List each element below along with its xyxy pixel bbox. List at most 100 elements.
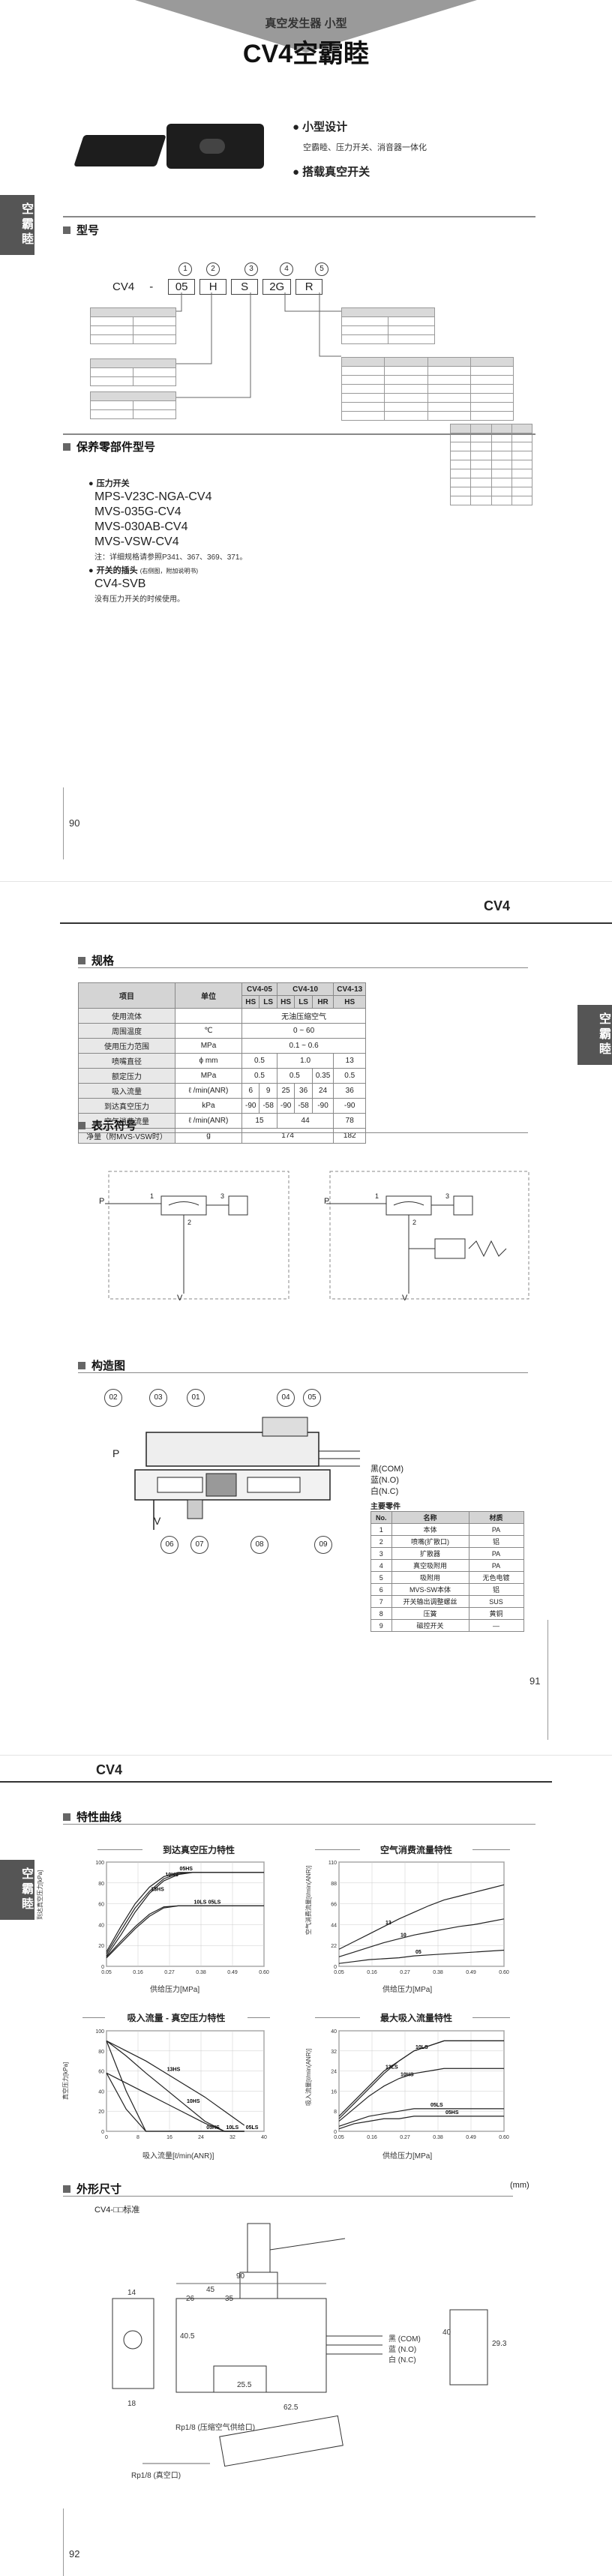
spec-row-label: 额定压力 xyxy=(78,1068,176,1084)
spec-group-13: CV4-13 xyxy=(333,982,367,996)
structure-letter-v: V xyxy=(154,1515,161,1527)
symbol-port-3b: 3 xyxy=(446,1192,450,1200)
spec-cell: 13 xyxy=(333,1053,367,1069)
chart-2-ylabel: 空气消费流量[ℓ/min(ANR)] xyxy=(305,1865,312,1935)
chart-x-tick-label: 0.16 xyxy=(133,1970,143,1975)
symbol-p-2: P xyxy=(324,1197,330,1206)
symbol-port-2: 2 xyxy=(188,1219,192,1226)
symbol-diagram xyxy=(105,1171,530,1300)
chart-series-label: 05HS xyxy=(206,2125,220,2131)
section-line xyxy=(63,433,536,435)
section-line xyxy=(78,967,528,968)
section-symbol: 表示符号 xyxy=(78,1117,136,1133)
callout-03: 03 xyxy=(149,1389,167,1407)
side-tab: 空霸睦 xyxy=(0,195,34,255)
chart-3-title: 吸入流量 - 真空压力特性 xyxy=(105,2011,248,2024)
chart-x-tick-label: 0.38 xyxy=(196,1970,206,1975)
chart-series-line xyxy=(106,1905,264,1957)
switch-head-heading: 开关的插头 xyxy=(88,566,138,575)
section-charts: 特性曲线 xyxy=(63,1809,122,1825)
switch-head-line: 开关的插头 (右侧图，附加说明书) xyxy=(88,564,198,576)
chart-plot-area xyxy=(338,2030,505,2132)
dimension-drawing xyxy=(112,2223,488,2467)
chart-series-line xyxy=(106,2040,245,2126)
chart-1-title: 到达真空压力特性 xyxy=(142,1843,255,1856)
accessory-2: MVS-035G-CV4 xyxy=(94,505,182,518)
symbol-port-3: 3 xyxy=(220,1192,225,1200)
chart-2-title: 空气消费流量特性 xyxy=(360,1843,472,1856)
code-number-4: 4 xyxy=(280,262,293,276)
chart-series-label: 13LS xyxy=(386,2065,398,2071)
dims-wire-no: 蓝 (N.O) xyxy=(388,2346,417,2354)
model-dash: - xyxy=(149,280,154,293)
structure-letter-p: P xyxy=(112,1447,120,1459)
spec-header-unit: 单位 xyxy=(175,982,242,1009)
model-part-2: H xyxy=(200,279,227,295)
chart-y-tick-label: 16 xyxy=(331,2089,337,2095)
chart-y-tick-label: 110 xyxy=(328,1861,337,1866)
dim-45: 45 xyxy=(206,2286,215,2294)
wire-label-com: 黑(COM) xyxy=(370,1465,404,1474)
chart-series-label: 05 xyxy=(416,1950,422,1955)
spec-cell: 0.5 xyxy=(242,1053,278,1069)
callout-05: 05 xyxy=(303,1389,321,1407)
spec-row-label: 使用压力范围 xyxy=(78,1038,176,1054)
spec-row-label: 使用流体 xyxy=(78,1008,176,1024)
chart-series-label: 10 xyxy=(400,1933,406,1938)
option-table-pressure xyxy=(90,391,176,419)
chart-y-tick-label: 0 xyxy=(334,1965,337,1970)
page-label-bar xyxy=(0,1781,552,1783)
chart-x-tick-label: 0.16 xyxy=(367,1970,377,1975)
page-edge xyxy=(63,2509,64,2576)
chart-x-tick-label: 16 xyxy=(166,2135,172,2140)
chart-series-label: 13HS xyxy=(151,1888,164,1893)
chart-series-label: 05HS xyxy=(179,1867,193,1872)
chart-4-xlabel: 供给压力[MPa] xyxy=(382,2152,433,2161)
product-photo-left xyxy=(74,135,166,166)
dim-35: 35 xyxy=(225,2295,234,2303)
dim-62-5: 62.5 xyxy=(284,2404,298,2412)
section-dimensions: 外形尺寸 xyxy=(63,2181,122,2197)
chart-x-tick-label: 0.16 xyxy=(367,2135,377,2140)
spec-sub: HS xyxy=(241,995,260,1009)
chart-series-line xyxy=(338,1884,505,1950)
chart-series-label: 05LS xyxy=(246,2125,259,2131)
chart-y-tick-label: 88 xyxy=(331,1882,337,1887)
dim-25-5: 25.5 xyxy=(237,2381,252,2389)
spec-sub: LS xyxy=(259,995,278,1009)
chart-series-label: 13HS xyxy=(167,2067,181,2072)
chart-y-tick-label: 32 xyxy=(331,2050,337,2055)
chart-plot-area xyxy=(106,1861,265,1967)
chart-y-tick-label: 80 xyxy=(98,1882,104,1887)
chart-y-tick-label: 60 xyxy=(98,1903,104,1908)
chart-4-title: 最大吸入流量特性 xyxy=(360,2011,472,2024)
spec-row-label: 空气消费流量 xyxy=(78,1113,176,1129)
chart-series-label: 05LS xyxy=(208,1900,221,1905)
chart-series-label: 05LS xyxy=(430,2103,443,2108)
dim-29-3: 29.3 xyxy=(492,2340,507,2348)
chart-y-tick-label: 60 xyxy=(98,2070,104,2075)
symbol-p: P xyxy=(99,1197,105,1206)
chart-series-line xyxy=(338,2116,504,2130)
switch-head-suffix: (右侧图，附加说明书) xyxy=(140,568,199,574)
accessory-3: MVS-030AB-CV4 xyxy=(94,520,188,533)
chart-x-tick-label: 0.27 xyxy=(400,1970,410,1975)
accessory-4: MVS-VSW-CV4 xyxy=(94,535,179,548)
chart-x-tick-label: 0.49 xyxy=(466,1970,476,1975)
dims-note-supply: Rp1/8 (压缩空气供给口) xyxy=(176,2424,256,2432)
symbol-port-1: 1 xyxy=(150,1192,154,1200)
chart-x-tick-label: 40 xyxy=(261,2135,267,2140)
wire-label-no: 蓝(N.O) xyxy=(370,1476,399,1485)
section-line xyxy=(63,216,536,217)
callout-02: 02 xyxy=(104,1389,122,1407)
code-number-1: 1 xyxy=(178,262,192,276)
chart-series-label: 13 xyxy=(386,1921,392,1926)
section-model: 型号 xyxy=(63,222,99,238)
chart-3-xlabel: 吸入流量[ℓ/min(ANR)] xyxy=(142,2152,214,2161)
